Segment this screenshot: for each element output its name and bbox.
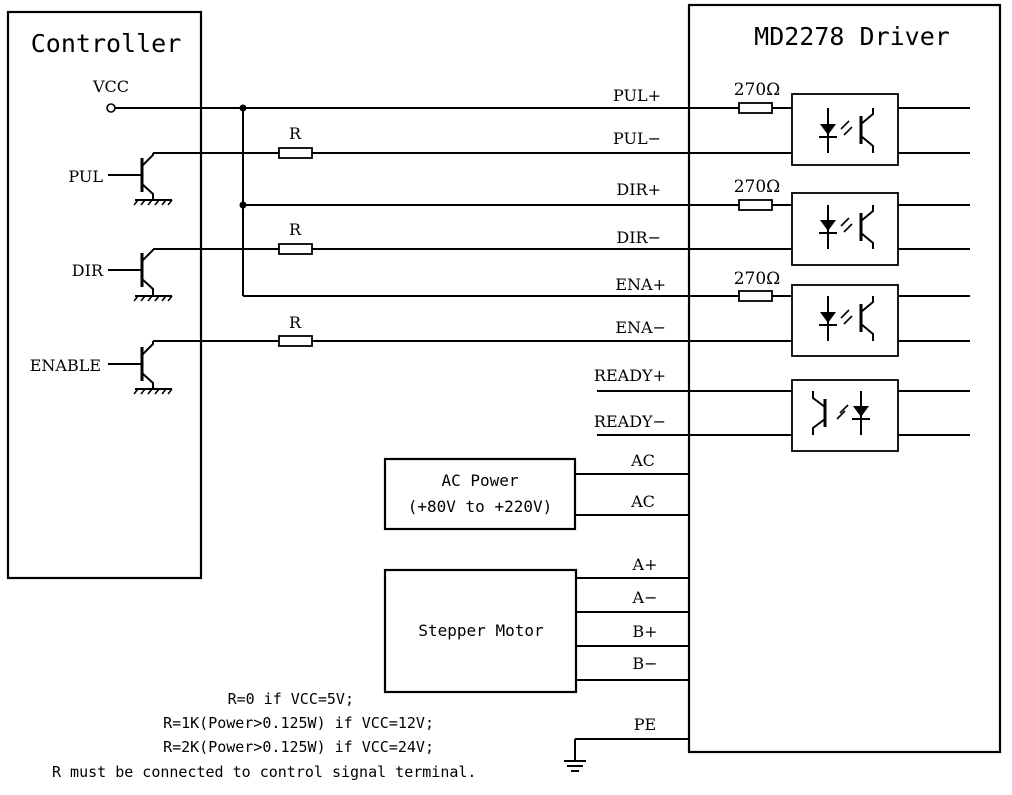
stepper-motor-block: Stepper Motor A+ A− B+ B− <box>383 555 689 694</box>
optocoupler-dir <box>791 192 899 266</box>
driver-resistor-pul <box>738 102 773 114</box>
enable-transistor <box>108 341 173 395</box>
signal-label-ready-plus: READY+ <box>594 366 666 385</box>
optocoupler-ready <box>791 379 899 452</box>
note-line-2: R=1K(Power>0.125W) if VCC=12V; <box>163 714 434 732</box>
series-resistor-ena <box>278 335 313 347</box>
driver-resistor-label-ena: 270Ω <box>734 269 781 289</box>
controller-box <box>6 10 203 580</box>
protective-earth: PE <box>564 715 689 772</box>
driver-box <box>687 3 1002 754</box>
dir-input-label: DIR <box>72 261 104 280</box>
signal-label-pul-minus: PUL− <box>613 129 661 148</box>
note-line-1: R=0 if VCC=5V; <box>228 690 354 708</box>
driver-resistor-label-dir: 270Ω <box>734 177 781 197</box>
series-resistor-label-dir: R <box>289 220 302 239</box>
ac-power-box <box>383 457 577 531</box>
ac-terminal-label-1: AC <box>630 451 655 470</box>
motor-terminal-a-minus: A− <box>632 588 658 607</box>
ac-power-range: (+80V to +220V) <box>408 497 553 516</box>
motor-terminal-b-plus: B+ <box>632 622 657 641</box>
driver-title: MD2278 Driver <box>754 22 950 51</box>
note-line-4: R must be connected to control signal te… <box>52 763 476 781</box>
driver-resistor-ena <box>738 290 773 302</box>
optocoupler-pul <box>791 93 899 166</box>
signal-label-ready-minus: READY− <box>594 412 666 431</box>
pul-transistor <box>108 153 173 206</box>
stepper-motor-label: Stepper Motor <box>418 621 544 640</box>
series-resistor-pul <box>278 147 313 159</box>
driver-resistor-label-pul: 270Ω <box>734 80 781 100</box>
stepper-motor-box <box>383 568 578 694</box>
pul-input-label: PUL <box>68 167 103 186</box>
dir-transistor <box>108 249 173 302</box>
ac-power-label: AC Power <box>441 471 518 490</box>
motor-terminal-a-plus: A+ <box>632 555 658 574</box>
series-resistor-label-ena: R <box>289 313 302 332</box>
vcc-label: VCC <box>92 77 129 96</box>
signal-label-ena-plus: ENA+ <box>615 275 666 294</box>
enable-input-label: ENABLE <box>30 356 101 375</box>
signal-label-ena-minus: ENA− <box>615 318 666 337</box>
controller-block: Controller VCC PUL DIR ENABLE <box>6 10 203 580</box>
optocoupler-ena <box>791 284 899 357</box>
motor-terminal-b-minus: B− <box>632 654 657 673</box>
pe-label: PE <box>634 715 656 734</box>
signal-label-pul-plus: PUL+ <box>613 86 661 105</box>
series-resistor-label-pul: R <box>289 124 302 143</box>
series-resistor-dir <box>278 243 313 255</box>
ac-power-block: AC Power (+80V to +220V) AC AC <box>383 451 689 531</box>
signal-label-dir-minus: DIR− <box>616 228 661 247</box>
signal-label-dir-plus: DIR+ <box>616 180 661 199</box>
note-line-3: R=2K(Power>0.125W) if VCC=24V; <box>163 738 434 756</box>
resistor-notes: R=0 if VCC=5V; R=1K(Power>0.125W) if VCC… <box>52 690 476 781</box>
controller-title: Controller <box>31 29 182 58</box>
driver-resistor-dir <box>738 199 773 211</box>
driver-block: MD2278 Driver 270Ω 270Ω 270Ω <box>687 3 1002 754</box>
ac-terminal-label-2: AC <box>630 492 655 511</box>
vcc-terminal <box>106 103 116 113</box>
